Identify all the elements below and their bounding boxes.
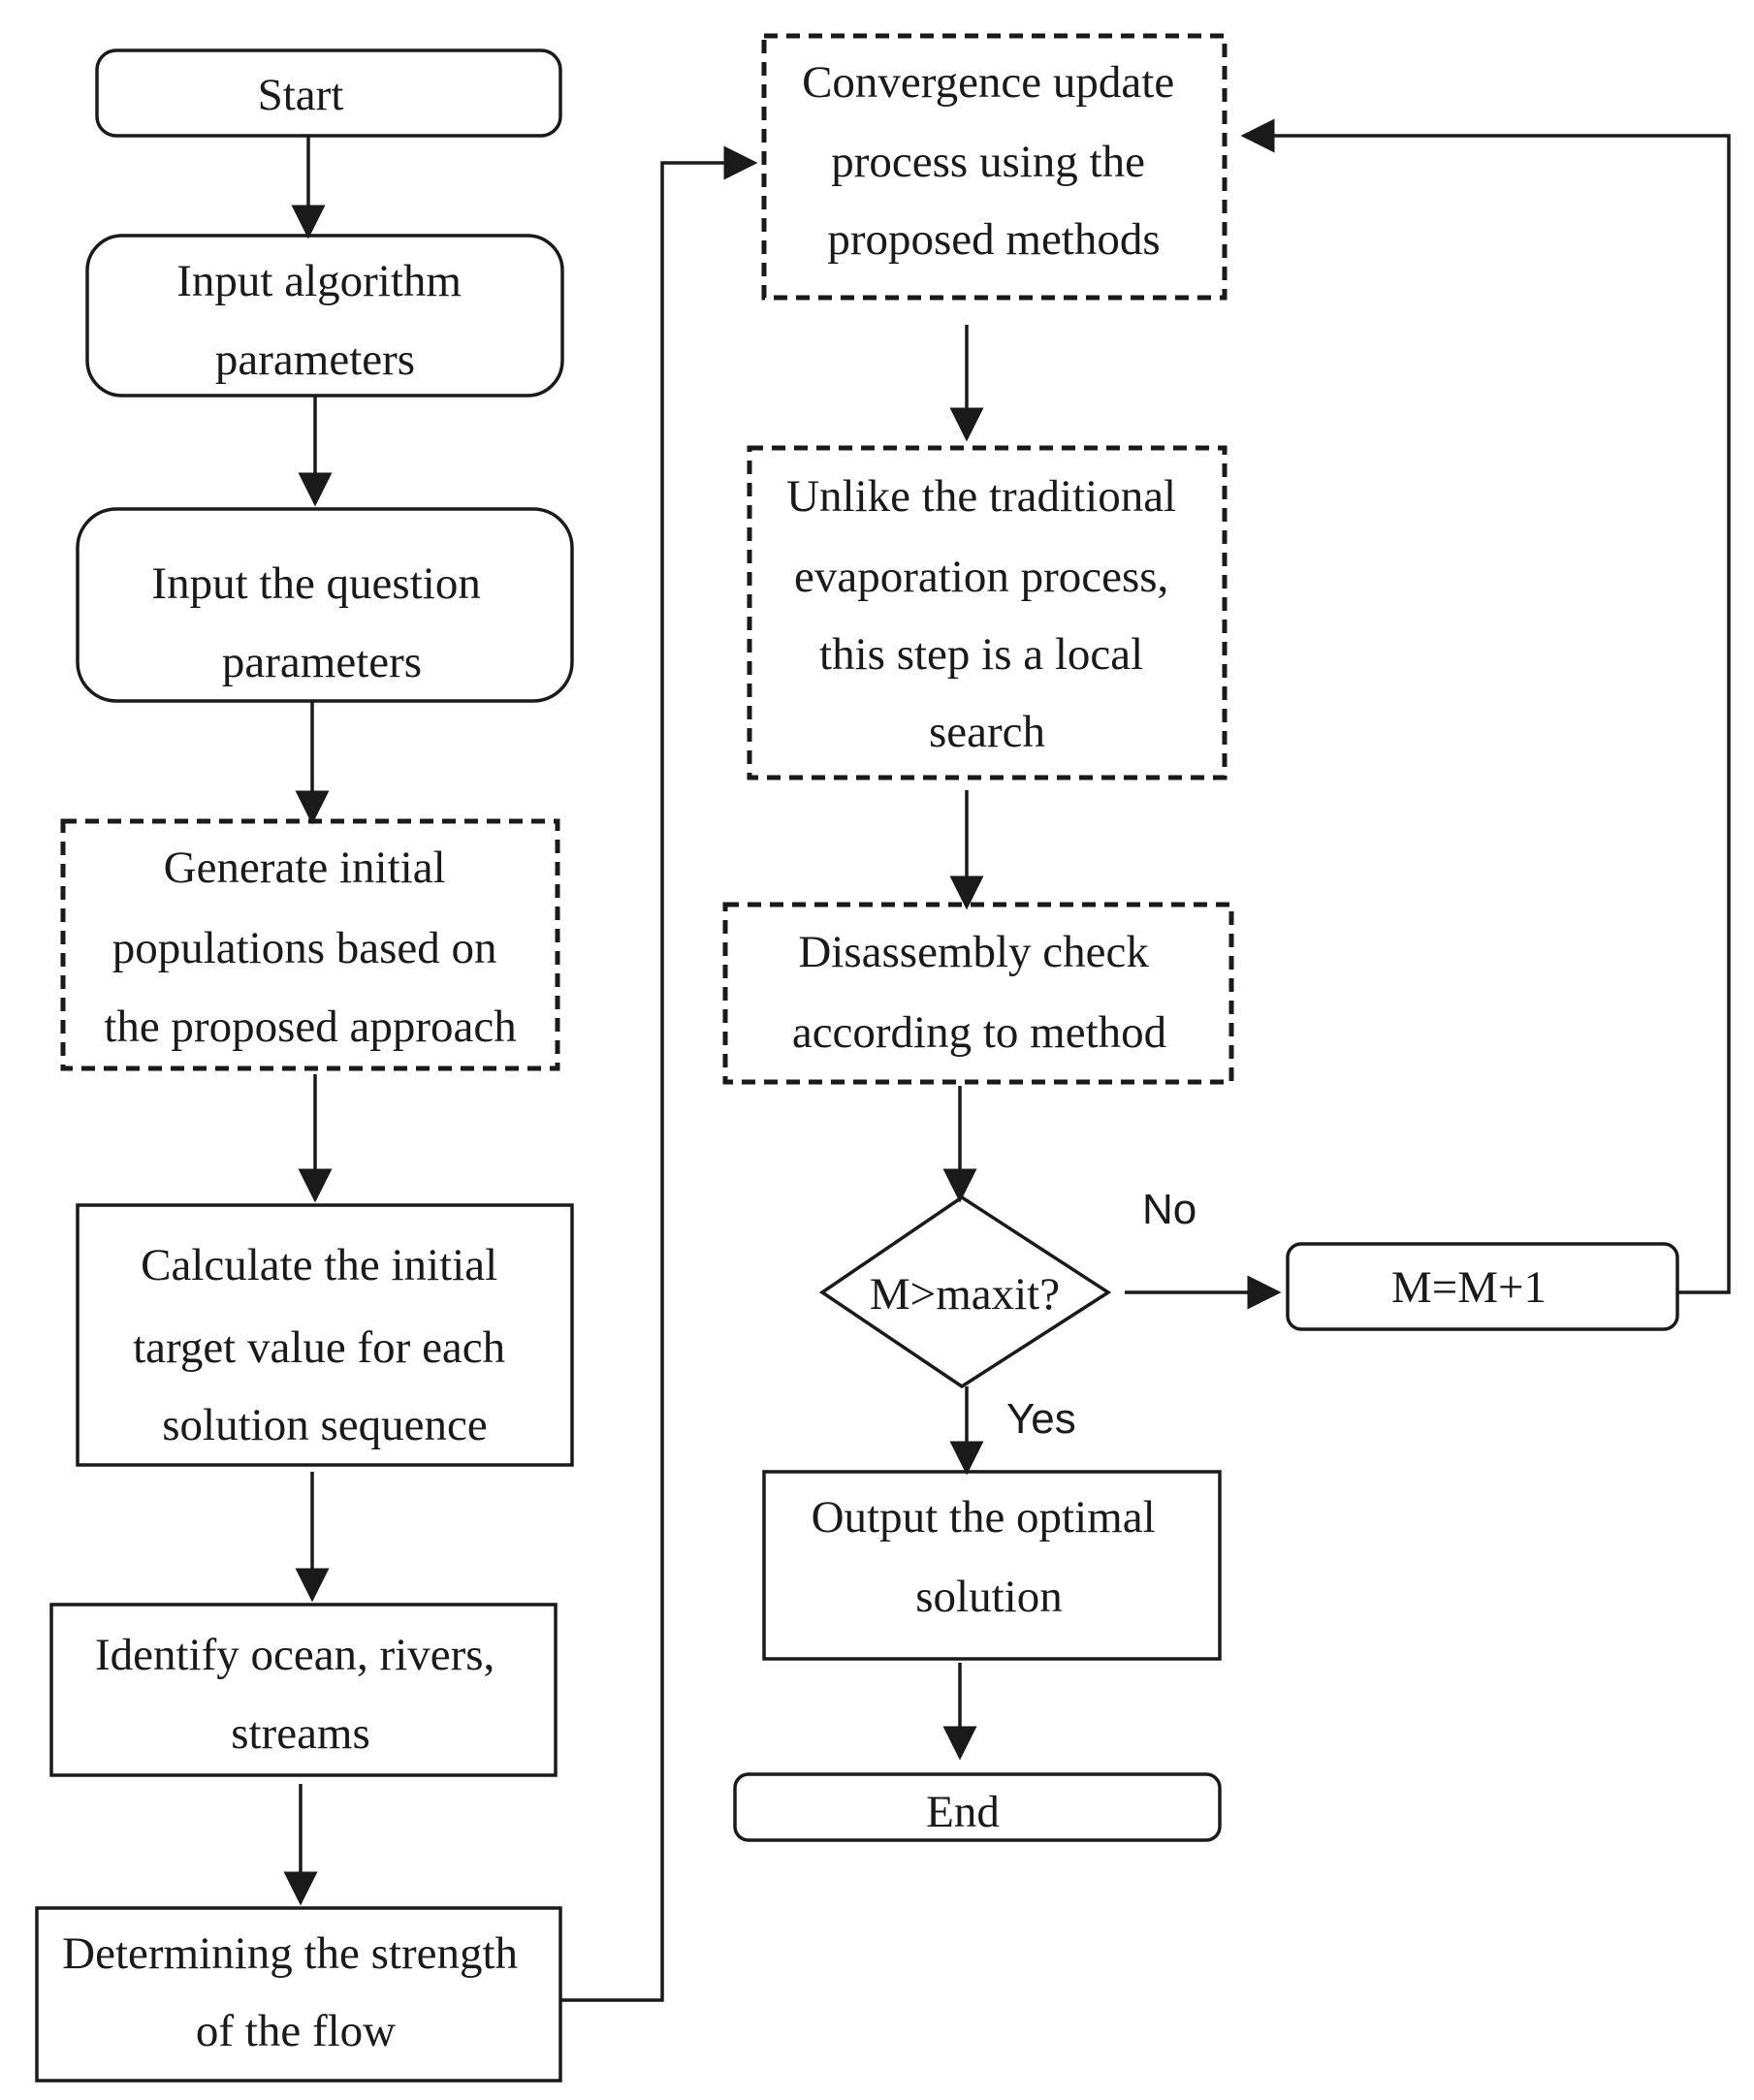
node-generate-populations: Generate initial populations based on th… (60, 818, 560, 1071)
output-optimal-box (762, 1470, 1222, 1661)
end-label: End (926, 1787, 1000, 1837)
disassembly-check-label: Disassembly check according to method (792, 927, 1166, 1058)
node-identify-ocean: Identify ocean, rivers, streams (49, 1603, 558, 1777)
node-increment: M=M+1 (1286, 1242, 1679, 1331)
node-decision: M>maxit? (818, 1194, 1112, 1389)
edge-increment-to-convergence (1240, 118, 1731, 1294)
node-input-algorithm: Input algorithm parameters (85, 234, 564, 398)
start-terminal (95, 48, 562, 138)
node-local-search: Unlike the traditional evaporation proce… (747, 445, 1228, 780)
determine-strength-label: Determining the strength of the flow (62, 1928, 529, 2056)
generate-populations-label: Generate initial populations based on th… (104, 843, 516, 1052)
node-determine-strength: Determining the strength of the flow (35, 1906, 562, 2083)
end-terminal (733, 1772, 1222, 1842)
disassembly-check-box (722, 902, 1234, 1085)
increment-box (1286, 1242, 1679, 1331)
calculate-target-label: Calculate the initial target value for e… (133, 1240, 517, 1450)
convergence-update-box (761, 33, 1228, 301)
convergence-update-label: Convergence update process using the pro… (802, 57, 1186, 265)
node-input-question: Input the question parameters (76, 507, 574, 703)
identify-ocean-label: Identify ocean, rivers, streams (95, 1630, 506, 1759)
node-calculate-target: Calculate the initial target value for e… (76, 1203, 574, 1467)
node-output-optimal: Output the optimal solution (762, 1470, 1222, 1661)
node-start: Start (95, 48, 562, 138)
local-search-label: Unlike the traditional evaporation proce… (786, 471, 1188, 757)
node-disassembly-check: Disassembly check according to method (722, 902, 1234, 1085)
calculate-target-box (76, 1203, 574, 1467)
increment-label: M=M+1 (1391, 1262, 1547, 1313)
input-question-label: Input the question parameters (151, 558, 492, 687)
node-end: End (733, 1772, 1222, 1842)
decision-diamond (818, 1194, 1112, 1389)
input-algorithm-label: Input algorithm parameters (176, 256, 472, 385)
input-question-box (76, 507, 574, 703)
local-search-box (747, 445, 1228, 780)
edge-label-yes: Yes (1006, 1395, 1076, 1443)
start-label: Start (258, 70, 344, 120)
output-optimal-label: Output the optimal solution (812, 1492, 1167, 1622)
identify-ocean-box (49, 1603, 558, 1777)
node-convergence-update: Convergence update process using the pro… (761, 33, 1228, 301)
determine-strength-box (35, 1906, 562, 2083)
decision-label: M>maxit? (870, 1269, 1060, 1320)
edge-label-no: No (1142, 1186, 1196, 1233)
edge-determine-to-convergence (560, 145, 758, 2002)
